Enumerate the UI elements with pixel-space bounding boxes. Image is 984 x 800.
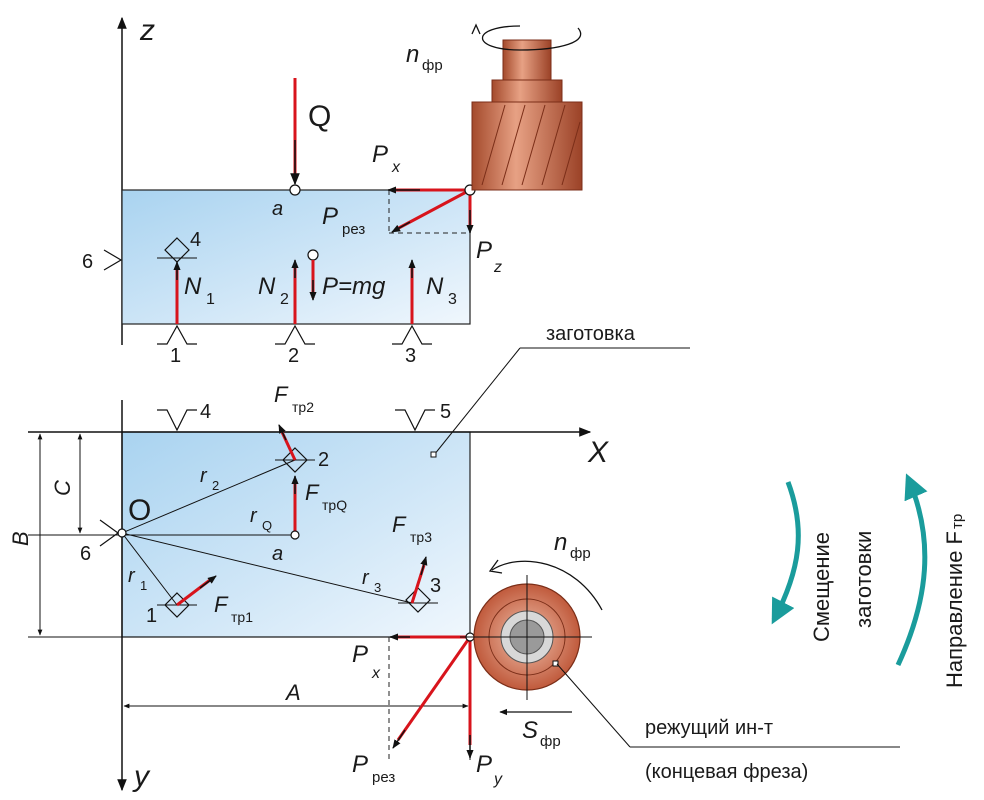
reaction-N1-sub: 1 [206, 291, 215, 308]
radius-r3 [121, 532, 413, 604]
reaction-N1-label: N [184, 273, 202, 300]
force-Px-plan-label: P [352, 641, 368, 668]
svg-text:рез: рез [372, 769, 395, 786]
support-4-plan [157, 409, 197, 432]
point-a-top-label: a [272, 198, 283, 220]
force-Py-label: P [476, 751, 492, 778]
origin-O-label: O [128, 494, 151, 527]
callouts: заготовка режущий ин-т (концевая фреза) [430, 323, 900, 783]
gravity-label: P=mg [322, 273, 386, 300]
force-Px-label: P [372, 141, 388, 168]
svg-text:тр3: тр3 [410, 529, 432, 545]
svg-text:трQ: трQ [322, 497, 347, 513]
radius-r3-label: r [362, 567, 370, 589]
force-Prez-plan-label: P [352, 751, 368, 778]
force-Prez-sub: рез [342, 221, 365, 238]
svg-text:x: x [371, 665, 381, 682]
rotation-arrow-plan [491, 560, 603, 611]
spindle-speed-plan-label: n [554, 529, 567, 556]
support-5-plan-label: 5 [440, 401, 451, 423]
force-Pz-sub: z [493, 259, 502, 276]
support-6-plan-label: 6 [80, 543, 91, 565]
workpiece-callout: заготовка [546, 323, 636, 345]
radius-r2-label: r [200, 465, 208, 487]
z-axis-label: z [139, 14, 155, 47]
svg-text:тр1: тр1 [231, 609, 253, 625]
force-Prez-plan-arrow [396, 636, 472, 741]
support-2-top-label: 2 [288, 345, 299, 367]
end-mill-side [471, 39, 583, 191]
feed-S-label: S [522, 717, 538, 744]
reaction-N3-sub: 3 [448, 291, 457, 308]
support-4-top-label: 4 [190, 229, 201, 251]
support-3-top-label: 3 [405, 345, 416, 367]
support-6-top-label: 6 [82, 251, 93, 273]
workpiece-shift-arrow [771, 481, 801, 625]
friction-direction-arrow [895, 473, 928, 667]
radius-rQ-label: r [250, 505, 258, 527]
support-1-top-label: 1 [170, 345, 181, 367]
spindle-speed-top-sub: фр [422, 57, 443, 74]
support-5-plan [395, 409, 435, 432]
dimension-B-label: B [8, 531, 33, 546]
support-3-top [392, 324, 432, 345]
rotation-arrow-top [481, 25, 582, 51]
tool-type-callout: (концевая фреза) [645, 761, 808, 783]
reaction-N2-label: N [258, 273, 276, 300]
dimension-C-label: C [50, 480, 75, 496]
tool-callout: режущий ин-т [645, 717, 773, 739]
origin-O [117, 528, 127, 538]
friction-Ftr1-label: F [214, 592, 229, 617]
point-a-top [289, 184, 301, 196]
support-2-top [275, 324, 315, 345]
svg-text:1: 1 [140, 578, 147, 593]
dimension-A-label: A [284, 680, 301, 705]
force-Pz-label: P [476, 237, 492, 264]
svg-text:тр2: тр2 [292, 399, 314, 415]
friction-Ftr2-label: F [274, 382, 289, 407]
radius-r2 [121, 459, 296, 534]
friction-Ftr3-label: F [392, 512, 407, 537]
legend: Смещение заготовки Направление Fтр [771, 473, 967, 688]
friction-FtrQ-label: F [305, 480, 320, 505]
force-Px-sub: x [391, 159, 401, 176]
support-6-plan [99, 519, 120, 547]
support-1-top [157, 324, 197, 345]
support-2-plan [282, 447, 308, 473]
x-axis-label: X [587, 436, 609, 469]
end-mill-plan [460, 575, 592, 700]
force-Q-label: Q [308, 100, 331, 133]
support-1-plan-label: 1 [146, 605, 157, 627]
svg-text:Q: Q [262, 518, 272, 533]
reaction-N2-sub: 2 [280, 291, 289, 308]
support-2-plan-label: 2 [318, 449, 329, 471]
legend-shift-line1: Смещение [809, 532, 834, 642]
radius-r1-label: r [128, 565, 136, 587]
svg-text:3: 3 [374, 580, 381, 595]
top-view: z Q a P x P рез P z [82, 14, 583, 367]
force-Prez-label: P [322, 203, 338, 230]
svg-text:2: 2 [212, 478, 219, 493]
legend-direction: Направление Fтр [942, 514, 967, 688]
reaction-N3-label: N [426, 273, 444, 300]
y-axis-label: y [132, 760, 151, 793]
svg-text:фр: фр [570, 545, 591, 562]
plan-view: X y B C A O 6 r 2 r 1 r 3 r Q [8, 382, 609, 793]
svg-text:y: y [493, 771, 503, 788]
point-a-plan-label: a [272, 543, 283, 565]
spindle-speed-top-label: n [406, 41, 419, 68]
legend-shift-line2: заготовки [851, 531, 876, 628]
support-3-plan-label: 3 [430, 575, 441, 597]
support-1-plan [164, 592, 190, 618]
support-3-plan [405, 587, 431, 613]
svg-text:фр: фр [540, 733, 561, 750]
support-4-plan-label: 4 [200, 401, 211, 423]
support-6-top [103, 249, 123, 271]
radius-r1 [121, 532, 178, 606]
